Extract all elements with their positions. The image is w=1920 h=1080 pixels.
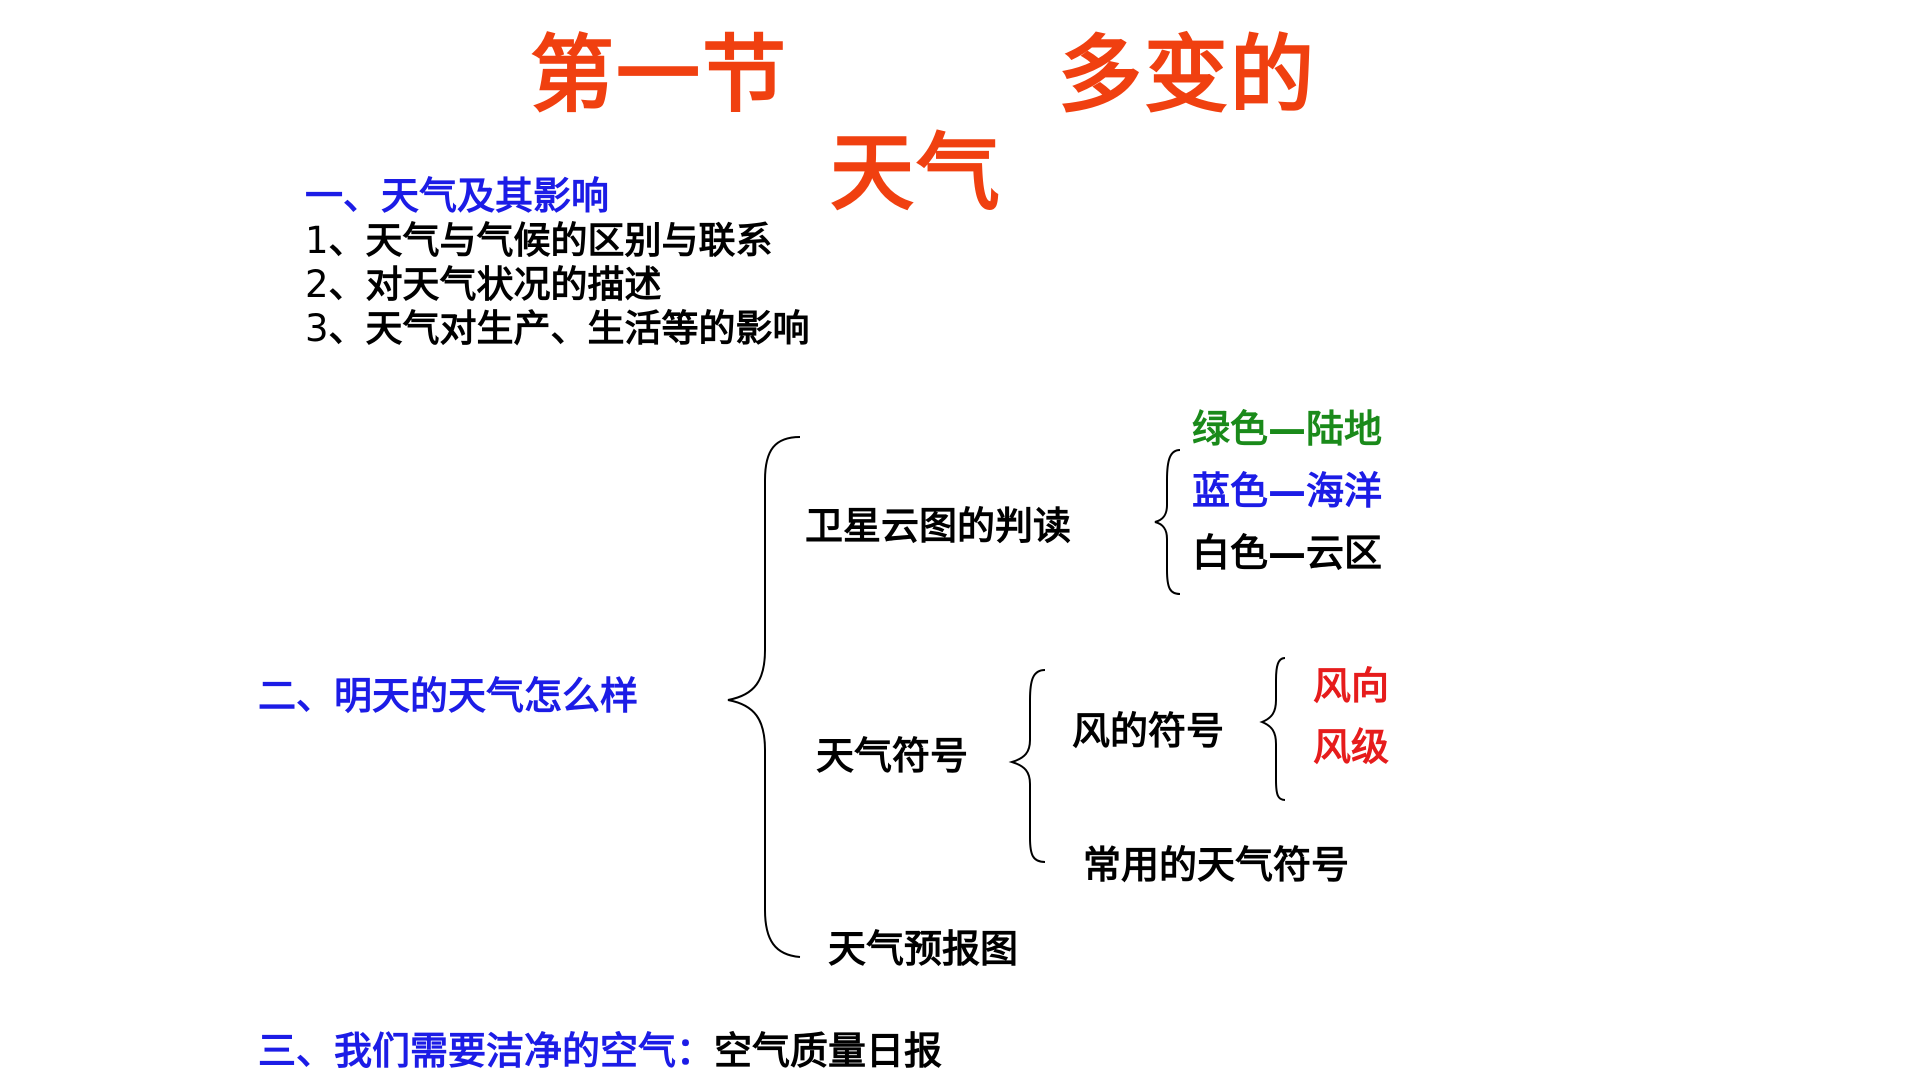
section1-heading: 一、天气及其影响 bbox=[305, 174, 610, 218]
forecast-map-node: 天气预报图 bbox=[828, 927, 1019, 971]
wind-symbol-node: 风的符号 bbox=[1072, 709, 1225, 753]
legend-white-cloud: 白色—云区 bbox=[1192, 531, 1383, 575]
title-part2: 多变的 bbox=[1058, 26, 1317, 124]
section3-heading: 三、我们需要洁净的空气： bbox=[258, 1029, 715, 1073]
item-text: 、对天气状况的描述 bbox=[328, 263, 662, 306]
weather-symbols-node: 天气符号 bbox=[816, 734, 969, 778]
wind-force: 风级 bbox=[1313, 725, 1390, 769]
section1-item-1: 1、天气与气候的区别与联系 bbox=[305, 210, 773, 264]
title-part3: 天气 bbox=[830, 124, 1003, 222]
common-weather-symbols: 常用的天气符号 bbox=[1083, 843, 1350, 887]
section2-heading: 二、明天的天气怎么样 bbox=[258, 674, 639, 718]
item-number: 1 bbox=[305, 219, 329, 262]
title-part1: 第一节 bbox=[530, 26, 789, 124]
section1-item-3: 3、天气对生产、生活等的影响 bbox=[305, 298, 810, 352]
wind-direction: 风向 bbox=[1313, 664, 1390, 708]
brace-main bbox=[727, 436, 801, 958]
item-text: 、天气对生产、生活等的影响 bbox=[328, 307, 810, 350]
brace-wind bbox=[1259, 657, 1286, 801]
section3-line: 三、我们需要洁净的空气：空气质量日报 bbox=[258, 1020, 942, 1075]
section1-item-2: 2、对天气状况的描述 bbox=[305, 254, 662, 308]
item-text: 、天气与气候的区别与联系 bbox=[328, 219, 773, 262]
brace-symbols bbox=[1008, 669, 1046, 863]
brace-satellite bbox=[1154, 449, 1181, 595]
item-number: 3 bbox=[305, 307, 329, 350]
legend-green-land: 绿色—陆地 bbox=[1192, 407, 1383, 451]
section3-tail: 空气质量日报 bbox=[714, 1029, 943, 1073]
legend-blue-ocean: 蓝色—海洋 bbox=[1192, 469, 1383, 513]
item-number: 2 bbox=[305, 263, 329, 306]
satellite-node: 卫星云图的判读 bbox=[805, 504, 1072, 548]
